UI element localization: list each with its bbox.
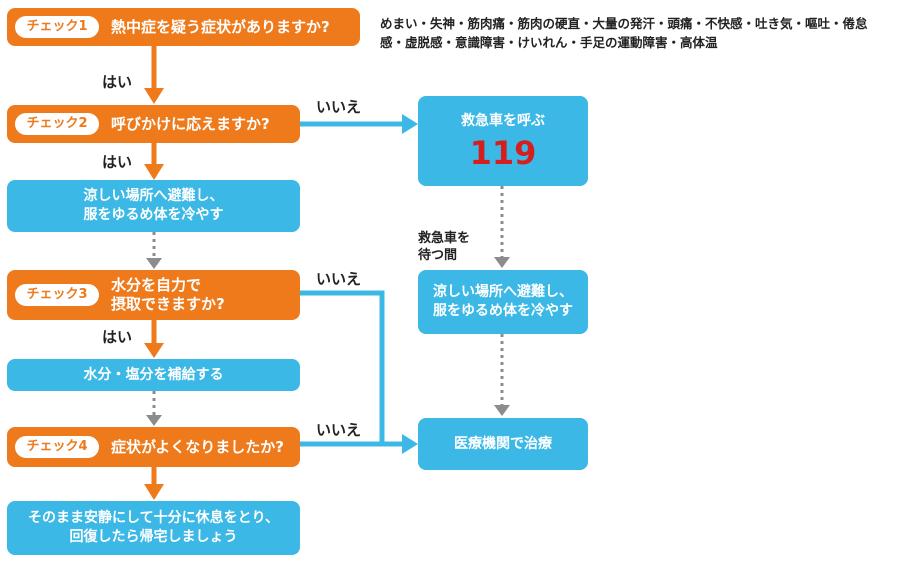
- check1-box: チェック1 熱中症を疑う症状がありますか?: [7, 8, 360, 46]
- check3-badge: チェック3: [15, 284, 99, 306]
- action-cool-left: 涼しい場所へ避難し、 服をゆるめ体を冷やす: [7, 180, 300, 232]
- no-arrow-check3: [300, 290, 385, 444]
- yes-label-2: はい: [102, 153, 133, 171]
- check1-badge: チェック1: [15, 16, 99, 38]
- yes-arrow-4: [144, 467, 164, 500]
- check2-badge: チェック2: [15, 113, 99, 135]
- check2-question: 呼びかけに応えますか?: [111, 114, 270, 133]
- no-label-3: いいえ: [316, 421, 362, 439]
- check3-question: 水分を自力で 摂取できますか?: [111, 276, 225, 313]
- dotted-arrow-left-1: [146, 232, 162, 269]
- wait-label: 救急車を 待つ間: [418, 231, 471, 263]
- check2-box: チェック2 呼びかけに応えますか?: [7, 105, 300, 143]
- yes-label-3: はい: [102, 328, 133, 346]
- no-label-2: いいえ: [316, 270, 362, 288]
- check3-box: チェック3 水分を自力で 摂取できますか?: [7, 270, 300, 320]
- ambulance-number: 119: [469, 133, 537, 172]
- check1-question: 熱中症を疑う症状がありますか?: [111, 17, 330, 36]
- no-arrow-check2: [300, 114, 418, 134]
- action-rest: そのまま安静にして十分に休息をとり、 回復したら帰宅しましょう: [7, 501, 300, 555]
- hospital-box: 医療機関で治療: [418, 418, 588, 470]
- dotted-arrow-right-1: [494, 186, 510, 268]
- yes-label-1: はい: [102, 73, 133, 91]
- yes-arrow-3: [144, 320, 164, 358]
- ambulance-title: 救急車を呼ぶ: [461, 112, 545, 129]
- symptoms-list: めまい・失神・筋肉痛・筋肉の硬直・大量の発汗・頭痛・不快感・吐き気・嘔吐・倦怠感…: [380, 16, 868, 50]
- action-hydrate: 水分・塩分を補給する: [7, 359, 300, 391]
- check4-question: 症状がよくなりましたか?: [111, 437, 284, 456]
- check4-badge: チェック4: [15, 436, 99, 458]
- dotted-arrow-right-2: [494, 334, 510, 416]
- yes-arrow-2: [144, 143, 164, 180]
- yes-arrow-1: [144, 46, 164, 104]
- ambulance-box: 救急車を呼ぶ 119: [418, 96, 588, 186]
- dotted-arrow-left-2: [146, 391, 162, 426]
- action-cool-right: 涼しい場所へ避難し、 服をゆるめ体を冷やす: [418, 270, 588, 334]
- no-label-1: いいえ: [316, 98, 362, 116]
- no-arrow-check4: [300, 434, 418, 454]
- check4-box: チェック4 症状がよくなりましたか?: [7, 427, 300, 467]
